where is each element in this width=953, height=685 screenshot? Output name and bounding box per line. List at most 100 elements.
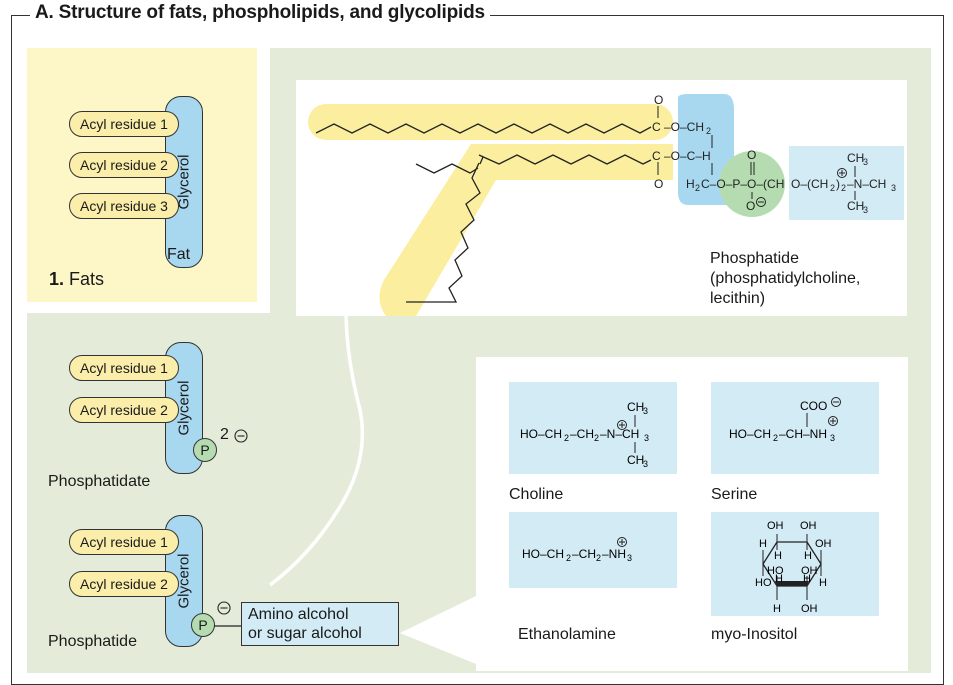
svg-text:3: 3 bbox=[643, 459, 648, 469]
svg-text:3: 3 bbox=[863, 205, 868, 215]
svg-text:CH: CH bbox=[847, 151, 864, 165]
svg-text:2: 2 bbox=[564, 433, 569, 443]
inositol-box bbox=[711, 512, 879, 616]
lecithin-label-3: lecithin) bbox=[710, 290, 766, 307]
svg-text:–CH: –CH bbox=[572, 547, 596, 561]
svg-text:HO–CH: HO–CH bbox=[729, 427, 771, 441]
svg-text:–CH: –CH bbox=[570, 427, 594, 441]
ethanolamine-label: Ethanolamine bbox=[518, 626, 616, 643]
svg-text:3: 3 bbox=[644, 433, 649, 443]
phosphatidate-charge: 2 bbox=[220, 426, 229, 443]
connector-lines bbox=[268, 315, 476, 664]
svg-text:–N–CH: –N–CH bbox=[847, 177, 886, 191]
svg-text:HO: HO bbox=[767, 565, 784, 577]
svg-text:): ) bbox=[836, 177, 840, 191]
svg-text:OH: OH bbox=[815, 538, 832, 550]
svg-text:3: 3 bbox=[891, 183, 896, 193]
svg-text:2: 2 bbox=[706, 126, 711, 136]
svg-text:HO: HO bbox=[755, 577, 772, 589]
choline-label: Choline bbox=[509, 486, 564, 503]
svg-text:HO–CH: HO–CH bbox=[520, 427, 562, 441]
phosphatide-acyl-2: Acyl residue 2 bbox=[69, 571, 179, 597]
minus-icon bbox=[234, 429, 248, 443]
svg-text:H: H bbox=[819, 577, 827, 589]
phosphate-group: O O bbox=[746, 148, 766, 213]
svg-text:–O–CH: –O–CH bbox=[664, 120, 704, 134]
svg-text:CH: CH bbox=[627, 453, 644, 467]
svg-text:H: H bbox=[774, 550, 782, 562]
svg-text:2: 2 bbox=[596, 553, 601, 563]
svg-text:O: O bbox=[654, 93, 663, 107]
svg-text:HO–CH: HO–CH bbox=[522, 547, 564, 561]
svg-text:C: C bbox=[652, 120, 661, 134]
figure-title: A. Structure of fats, phospholipids, and… bbox=[30, 2, 490, 24]
svg-text:O: O bbox=[654, 177, 663, 191]
svg-text:2: 2 bbox=[841, 183, 846, 193]
serine-label: Serine bbox=[711, 486, 758, 503]
phosphatide-phosphate: P bbox=[191, 613, 215, 637]
svg-text:OH: OH bbox=[767, 520, 784, 532]
phosphatidate-acyl-2: Acyl residue 2 bbox=[69, 397, 179, 423]
acyl-chains bbox=[315, 123, 652, 303]
svg-text:H: H bbox=[804, 550, 812, 562]
svg-text:OH: OH bbox=[801, 565, 818, 577]
phosphatide-acyl-1: Acyl residue 1 bbox=[69, 529, 179, 555]
phosphatide-bond bbox=[214, 625, 242, 627]
serine-box bbox=[711, 382, 879, 474]
alcohol-box-line-1: Amino alcohol bbox=[248, 606, 349, 623]
svg-text:–NH: –NH bbox=[602, 547, 626, 561]
svg-text:3: 3 bbox=[627, 553, 632, 563]
phosphatide-label: Phosphatide bbox=[48, 633, 137, 650]
choline-highlight bbox=[789, 146, 904, 220]
svg-text:3: 3 bbox=[643, 406, 648, 416]
lecithin-label-2: (phosphatidylcholine, bbox=[710, 270, 861, 287]
inositol-label: myo-Inositol bbox=[711, 626, 798, 643]
fats-panel: Glycerol Acyl residue 1 Acyl residue 2 A… bbox=[27, 48, 257, 302]
phosphatidate-phosphate: P bbox=[193, 438, 217, 462]
svg-text:H: H bbox=[803, 573, 811, 585]
svg-text:2: 2 bbox=[773, 433, 778, 443]
fat-acyl-3: Acyl residue 3 bbox=[69, 193, 179, 219]
phosphatidate-label: Phosphatidate bbox=[48, 473, 151, 490]
svg-text:–O–C–H: –O–C–H bbox=[664, 149, 711, 163]
svg-text:CH: CH bbox=[627, 400, 644, 414]
svg-text:2: 2 bbox=[594, 433, 599, 443]
choline-box bbox=[509, 382, 677, 474]
svg-text:3: 3 bbox=[863, 157, 868, 167]
minus-icon bbox=[217, 601, 231, 615]
svg-text:CH: CH bbox=[847, 199, 864, 213]
svg-text:OH: OH bbox=[800, 520, 817, 532]
fat-acyl-1: Acyl residue 1 bbox=[69, 111, 179, 137]
svg-text:O: O bbox=[746, 199, 755, 213]
fats-section-text: Fats bbox=[69, 269, 105, 289]
lecithin-label-1: Phosphatide bbox=[710, 250, 799, 267]
svg-text:O: O bbox=[747, 148, 756, 162]
alcohol-box-line-2: or sugar alcohol bbox=[248, 625, 362, 642]
svg-text:2: 2 bbox=[566, 553, 571, 563]
alcohol-box: Amino alcohol or sugar alcohol bbox=[241, 602, 399, 646]
fats-section-label: 1. Fats bbox=[49, 269, 104, 290]
svg-text:2: 2 bbox=[830, 183, 835, 193]
fats-section-number: 1. bbox=[49, 269, 65, 289]
svg-text:2: 2 bbox=[695, 183, 700, 193]
phosphatidate-acyl-1: Acyl residue 1 bbox=[69, 355, 179, 381]
svg-text:–N–CH: –N–CH bbox=[600, 427, 639, 441]
svg-text:OH: OH bbox=[801, 603, 818, 615]
svg-text:H: H bbox=[759, 538, 767, 550]
svg-text:C–O–P–O–(CH: C–O–P–O–(CH bbox=[701, 177, 784, 191]
svg-text:C: C bbox=[652, 149, 661, 163]
svg-text:H: H bbox=[773, 603, 781, 615]
ethanolamine-box bbox=[509, 512, 677, 588]
svg-text:H: H bbox=[775, 573, 783, 585]
phosphate-highlight bbox=[719, 151, 785, 217]
svg-text:3: 3 bbox=[830, 433, 835, 443]
acyl-highlight bbox=[308, 104, 673, 316]
svg-text:O–(CH: O–(CH bbox=[791, 177, 828, 191]
fat-label: Fat bbox=[167, 246, 191, 263]
fat-acyl-2: Acyl residue 2 bbox=[69, 152, 179, 178]
